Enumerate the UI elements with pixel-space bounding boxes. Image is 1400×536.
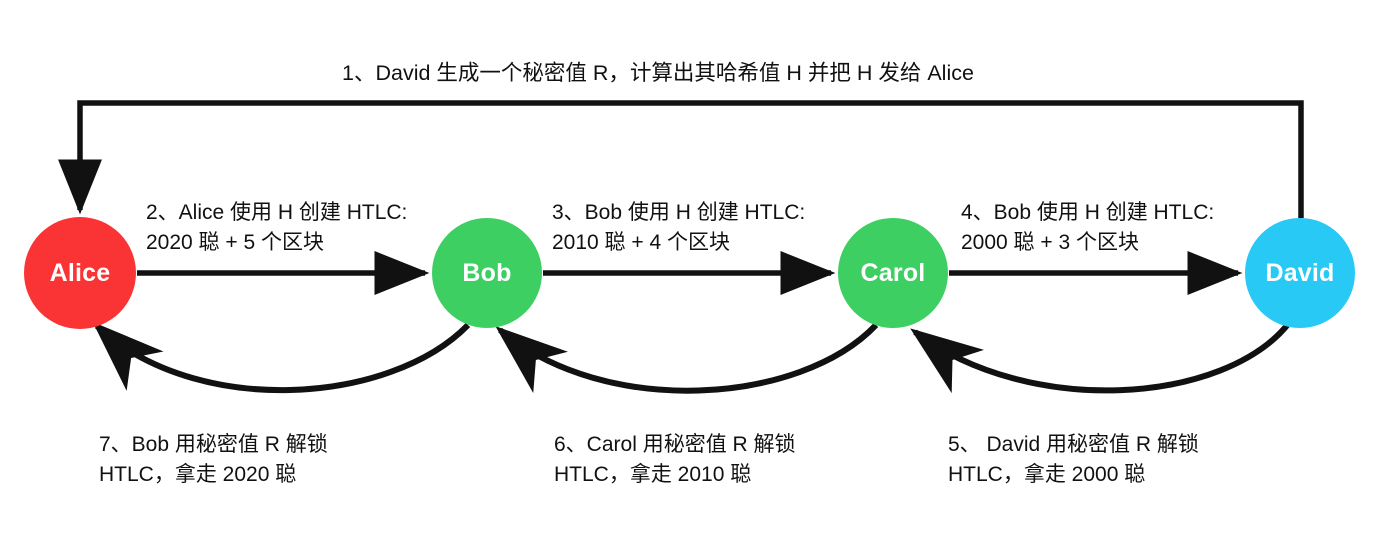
step-2-label-line2: 2020 聪 + 5 个区块 (146, 231, 324, 254)
step-5-label-line1: 5、 David 用秘密值 R 解锁 (948, 433, 1199, 456)
arrow-david-to-carol-return (910, 321, 1292, 394)
arrow-carol-to-bob-return (495, 322, 879, 394)
node-alice[interactable]: Alice (24, 217, 136, 329)
step-7-label-line1: 7、Bob 用秘密值 R 解锁 (99, 433, 328, 456)
step-3-label-line1: 3、Bob 使用 H 创建 HTLC: (552, 201, 806, 224)
step-7-label-line2: HTLC，拿走 2020 聪 (99, 463, 297, 486)
node-bob[interactable]: Bob (432, 218, 542, 328)
step-2-label-line1: 2、Alice 使用 H 创建 HTLC: (146, 201, 408, 224)
step-6-label-line1: 6、Carol 用秘密值 R 解锁 (554, 433, 796, 456)
step-4-label-line1: 4、Bob 使用 H 创建 HTLC: (961, 201, 1215, 224)
node-carol[interactable]: Carol (838, 218, 948, 328)
step-3-label-line2: 2010 聪 + 4 个区块 (552, 231, 730, 254)
step-1-label: 1、David 生成一个秘密值 R，计算出其哈希值 H 并把 H 发给 Alic… (342, 61, 974, 85)
step-5-label-line2: HTLC，拿走 2000 聪 (948, 463, 1146, 486)
step-6-label-line2: HTLC，拿走 2010 聪 (554, 463, 752, 486)
step-4-label-line2: 2000 聪 + 3 个区块 (961, 231, 1139, 254)
arrow-bob-to-alice-return (92, 321, 471, 393)
node-david[interactable]: David (1245, 218, 1355, 328)
